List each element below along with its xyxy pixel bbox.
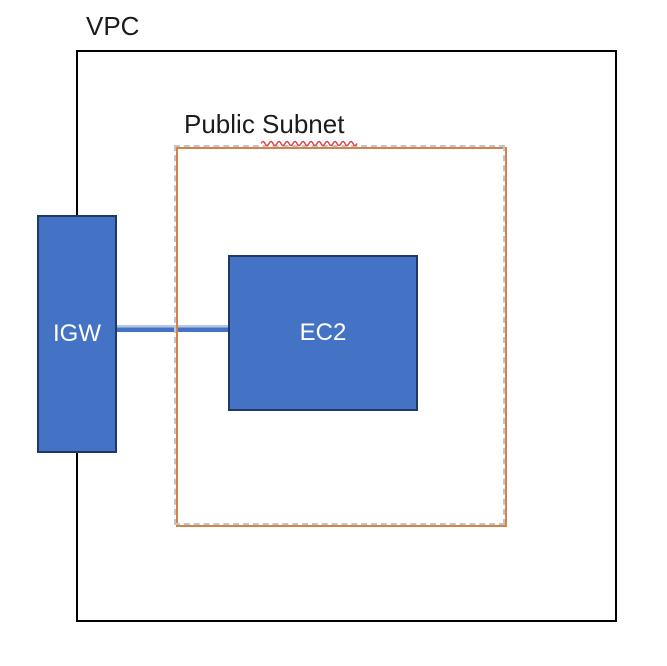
ec2-shape[interactable]: EC2 <box>228 255 418 411</box>
vpc-label-text: VPC <box>86 11 140 41</box>
public-subnet-label[interactable]: Public Subnet <box>184 110 344 139</box>
igw-shape-label: IGW <box>53 320 101 347</box>
vpc-label[interactable]: VPC <box>86 12 139 41</box>
igw-shape[interactable]: IGW <box>37 215 117 453</box>
ec2-shape-label: EC2 <box>299 319 347 346</box>
igw-ec2-connector[interactable] <box>115 325 229 332</box>
public-subnet-label-text: Public Subnet <box>184 109 345 139</box>
